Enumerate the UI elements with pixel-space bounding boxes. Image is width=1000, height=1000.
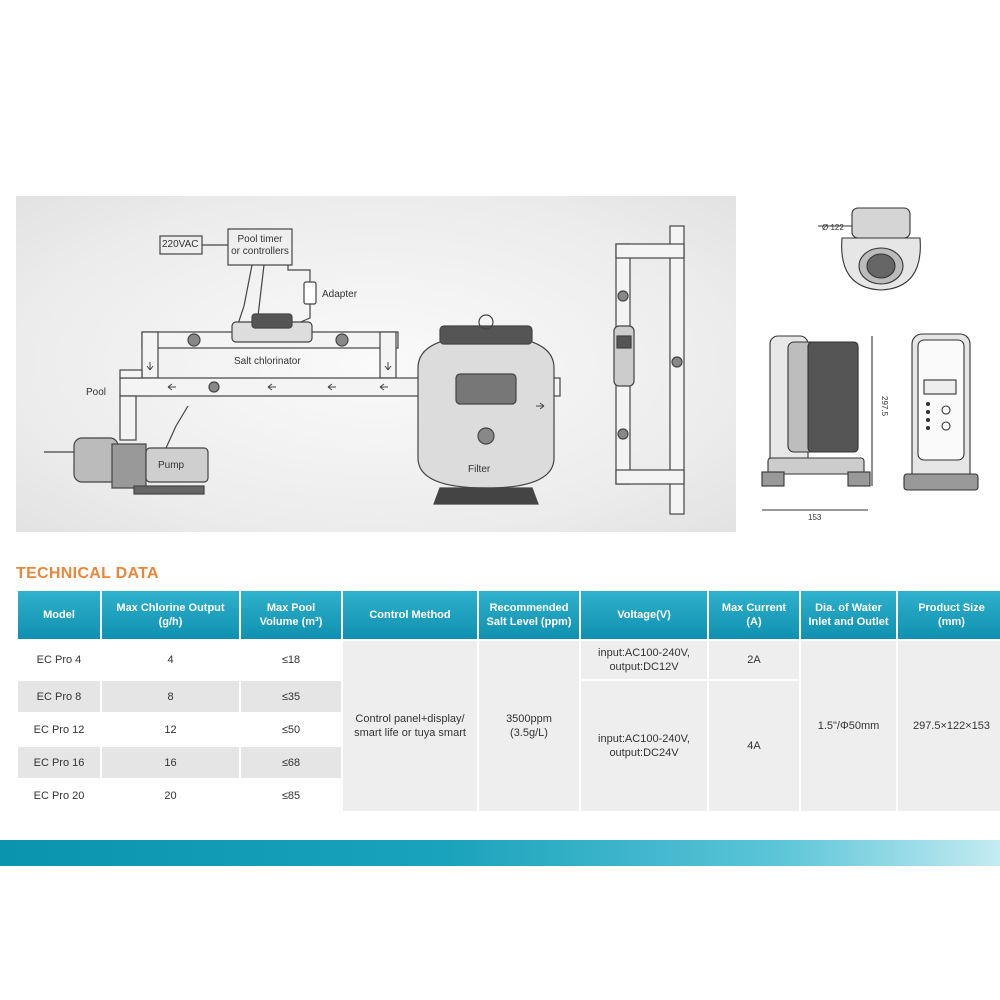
table-row: EC Pro 12 12 ≤50 — [18, 714, 1000, 745]
table-header-row: Model Max Chlorine Output (g/h) Max Pool… — [18, 591, 1000, 639]
model-cell: EC Pro 20 — [18, 780, 100, 811]
volume-cell: ≤68 — [241, 747, 341, 778]
header-cell: Model — [18, 591, 100, 639]
vac-label: 220VAC — [162, 239, 199, 250]
current-cell: 2A — [709, 641, 799, 679]
model-cell: EC Pro 4 — [18, 641, 100, 679]
table-row: EC Pro 20 20 ≤85 — [18, 780, 1000, 811]
header-cell: Voltage(V) — [581, 591, 707, 639]
header-cell: Max Current (A) — [709, 591, 799, 639]
adapter-label: Adapter — [322, 289, 358, 300]
model-cell: EC Pro 16 — [18, 747, 100, 778]
header-cell: Product Size (mm) — [898, 591, 1000, 639]
filter-label: Filter — [468, 464, 491, 475]
voltage-cell: input:AC100-240V, output:DC24V — [581, 681, 707, 811]
volume-cell: ≤50 — [241, 714, 341, 745]
technical-data-table: Model Max Chlorine Output (g/h) Max Pool… — [16, 589, 1000, 813]
output-cell: 12 — [102, 714, 239, 745]
bottom-accent-band — [0, 840, 1000, 866]
control-method-cell: Control panel+display/ smart life or tuy… — [343, 641, 477, 811]
top-view-body — [851, 207, 911, 239]
diameter-label: Ø 122 — [822, 223, 844, 232]
table-row: EC Pro 8 8 ≤35 input:AC100-240V, output:… — [18, 681, 1000, 811]
chlorinator-label: Salt chlorinator — [234, 356, 301, 367]
timer-box — [227, 228, 293, 266]
volume-cell: ≤85 — [241, 780, 341, 811]
width-label: 153 — [808, 513, 822, 522]
output-cell: 20 — [102, 780, 239, 811]
model-cell: EC Pro 8 — [18, 681, 100, 712]
model-cell: EC Pro 12 — [18, 714, 100, 745]
table-row: EC Pro 4 4 ≤18 Control panel+display/ sm… — [18, 641, 1000, 811]
section-title: TECHNICAL DATA — [16, 565, 159, 582]
output-cell: 8 — [102, 681, 239, 712]
output-cell: 16 — [102, 747, 239, 778]
salt-level-cell: 3500ppm (3.5g/L) — [479, 641, 579, 811]
header-cell: Max Pool Volume (m³) — [241, 591, 341, 639]
plumbing-drawing — [44, 225, 685, 515]
dimension-drawings: Ø 122 297.5 153 — [761, 207, 979, 522]
height-label: 297.5 — [880, 396, 889, 417]
installation-diagram: 220VAC Pool timer or controllers Adapter… — [16, 196, 736, 532]
current-cell: 4A — [709, 681, 799, 811]
output-cell: 4 — [102, 641, 239, 679]
pump-label: Pump — [158, 460, 185, 471]
adapter-shape — [303, 281, 317, 305]
volume-cell: ≤18 — [241, 641, 341, 679]
header-cell: Dia. of Water Inlet and Outlet — [801, 591, 896, 639]
pool-label: Pool — [86, 387, 107, 398]
timer-label: Pool timer or controllers — [231, 234, 289, 257]
table-row: EC Pro 16 16 ≤68 — [18, 747, 1000, 778]
voltage-cell: input:AC100-240V, output:DC12V — [581, 641, 707, 679]
size-cell: 297.5×122×153 — [898, 641, 1000, 811]
header-cell: Control Method — [343, 591, 477, 639]
header-cell: Max Chlorine Output (g/h) — [102, 591, 239, 639]
dia-cell: 1.5"/Φ50mm — [801, 641, 896, 811]
header-cell: Recommended Salt Level (ppm) — [479, 591, 579, 639]
volume-cell: ≤35 — [241, 681, 341, 712]
